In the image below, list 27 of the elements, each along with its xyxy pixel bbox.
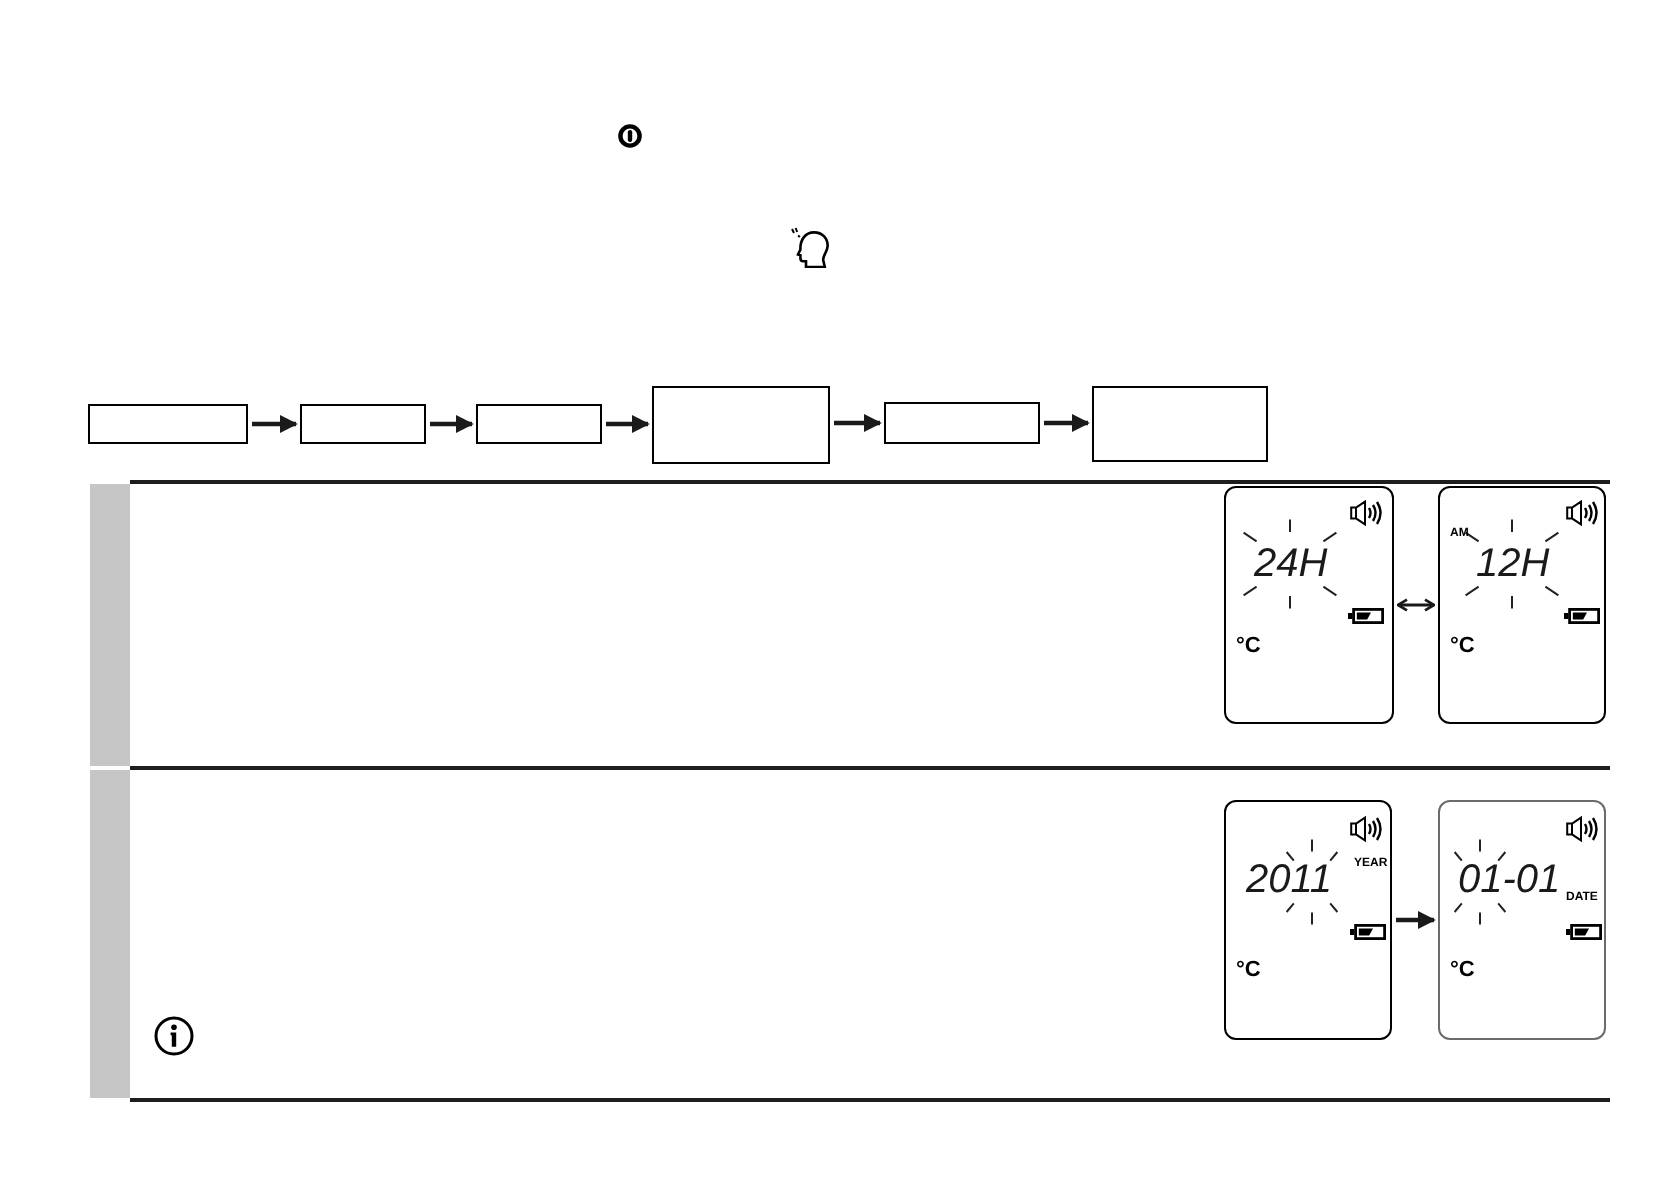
flow-box <box>300 404 426 444</box>
flow-box <box>88 404 248 444</box>
flow-box <box>476 404 602 444</box>
arrow <box>834 414 882 432</box>
arrow <box>606 415 650 433</box>
flow-box <box>652 386 830 464</box>
unit-label: °C <box>1236 636 1261 658</box>
flow-box <box>1092 386 1268 462</box>
unit-label: °C <box>1236 960 1261 982</box>
lcd-display <box>1438 486 1606 724</box>
lcd-digits: 12H <box>1476 544 1550 584</box>
lcd-display <box>1224 800 1392 1040</box>
lcd-digits: 01-01 <box>1458 860 1561 900</box>
lcd-digits: 2011 <box>1246 860 1333 900</box>
unit-label: °C <box>1450 960 1475 982</box>
step-band <box>90 770 130 1098</box>
arrow <box>1044 414 1090 432</box>
flow-box <box>884 402 1040 444</box>
lcd-display <box>1438 800 1606 1040</box>
arrow <box>1396 911 1436 929</box>
unit-label: °C <box>1450 636 1475 658</box>
lcd-display <box>1224 486 1394 724</box>
arrow <box>430 415 474 433</box>
arrow <box>252 415 298 433</box>
double-arrow <box>1396 598 1436 612</box>
step-band <box>90 484 130 766</box>
lcd-digits: 24H <box>1254 544 1328 584</box>
